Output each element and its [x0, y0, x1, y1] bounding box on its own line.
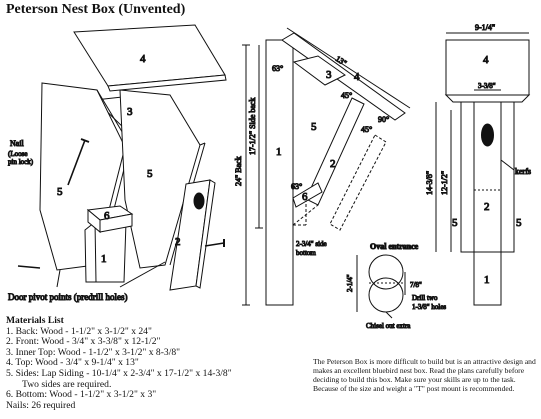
- side-bottom-line1: 2-3/4" side: [296, 240, 327, 248]
- materials-item: Nails: 26 required: [6, 399, 76, 411]
- materials-item: 4. Top: Wood - 3/4" x 9-1/4" x 13": [6, 357, 139, 369]
- side-angle-b: 45°: [341, 91, 352, 100]
- nail-note-line2: pin lock): [8, 158, 34, 166]
- side-back-height: 24" Back: [234, 156, 243, 186]
- front-label-1: 1: [484, 274, 490, 286]
- part-2-front-side: [195, 179, 216, 289]
- materials-item: 6. Bottom: Wood - 1-1/2" x 3-1/2" x 3": [6, 389, 157, 401]
- pivot-leader-left: [56, 269, 61, 288]
- nail-head: [80, 138, 90, 143]
- side-bottom-line: [292, 204, 319, 226]
- side-label-6: 6: [302, 191, 308, 203]
- front-side-right: [500, 101, 515, 253]
- entrance-hole-upper: [368, 254, 404, 290]
- side-inner-top: [292, 55, 346, 86]
- side-label-4: 4: [354, 71, 360, 83]
- part-label-5-left: 5: [57, 186, 63, 198]
- entrance-drill-line1: Drill two: [412, 294, 438, 302]
- kerf-leader: [500, 159, 515, 171]
- side-bottom-block: [292, 182, 323, 208]
- front-label-5-right: 5: [516, 217, 522, 229]
- materials-item: 2. Front: Wood - 3/4" x 3-3/8" x 12-1/2": [6, 336, 161, 348]
- front-entrance-hole: [193, 192, 205, 210]
- part-5-right-side: [119, 89, 201, 269]
- side-back-label: 17-1/2" Side back: [248, 98, 257, 155]
- side-label-3: 3: [326, 69, 332, 81]
- front-label-2: 2: [484, 201, 490, 213]
- pivot-nail-right: [204, 242, 225, 247]
- front-kerfs: kerfs: [515, 167, 531, 176]
- side-label-2: 2: [330, 158, 336, 170]
- front-label-4: 4: [483, 54, 489, 66]
- side-angle-c: 45°: [361, 125, 372, 134]
- entrance-drill-line2: 1-3/8" holes: [412, 303, 446, 311]
- part-label-6: 6: [104, 210, 110, 222]
- chisel-leader: [385, 311, 393, 319]
- entrance-title: Oval entrance: [370, 242, 419, 251]
- part-label-1: 1: [101, 253, 107, 265]
- side-angle-d: 90°: [378, 115, 389, 124]
- nail-note-line1: (Loose: [8, 150, 27, 158]
- nail: [67, 139, 86, 186]
- part-label-3: 3: [127, 106, 133, 118]
- materials-heading: Materials List: [6, 315, 64, 326]
- side-back-board: [265, 39, 294, 306]
- dim-top-width: [286, 27, 411, 109]
- side-bottom-line2: bottom: [296, 249, 316, 257]
- front-label-5-left: 5: [452, 217, 458, 229]
- part-4-top-edge: [107, 74, 227, 92]
- materials-item: Two sides are required.: [22, 378, 112, 390]
- nail-label: Nail: [10, 139, 25, 148]
- exploded-view: 4 3 5 5 1 6 2 Nail (Loose pin lock) Door…: [8, 24, 227, 303]
- part-5-right-side-edge: [199, 142, 206, 146]
- front-door-panel: [473, 101, 502, 253]
- pivot-label: Door pivot points (predrill holes): [8, 292, 127, 302]
- front-top-board-lower: [444, 94, 531, 103]
- diagram-title: Peterson Nest Box (Unvented): [6, 2, 186, 17]
- materials-item: 3. Inner Top: Wood - 1-1/2" x 3-1/2" x 8…: [6, 346, 181, 358]
- side-label-5: 5: [311, 121, 317, 133]
- front-inner-width: 3-3/8": [478, 82, 496, 90]
- entrance-chisel: Chisel out extra: [366, 322, 411, 330]
- part-1-back-edge: [94, 221, 97, 283]
- materials-item: 5. Sides: Lap Siding - 10-1/4" x 2-3/4" …: [6, 367, 232, 379]
- front-entrance-hole-view: [481, 123, 494, 147]
- pivot-nail-left: [17, 265, 41, 269]
- entrance-height: 2-1/4": [346, 274, 354, 292]
- part-label-2: 2: [175, 236, 181, 248]
- side-door-open-dashed: [329, 134, 387, 231]
- front-view: 9-1/4" 3-3/8" 14-3/8" 12-1/2" kerfs 4 2 …: [425, 23, 532, 306]
- part-label-4: 4: [140, 53, 146, 65]
- side-roof: [281, 32, 406, 121]
- front-height-outer: 14-3/8": [425, 171, 434, 195]
- side-angle-a: 63°: [272, 64, 283, 73]
- part-label-5-right: 5: [147, 168, 153, 180]
- pivot-leader-right: [119, 261, 166, 288]
- side-view: 13" 63° 45° 45° 90° 63° 24" Back 17-1/2"…: [234, 27, 411, 306]
- front-height-inner: 12-1/2": [440, 171, 449, 195]
- side-label-1: 1: [276, 146, 282, 158]
- front-top-width: 9-1/4": [475, 23, 495, 32]
- side-angle-e: 63°: [291, 182, 302, 191]
- part-6-bottom-side: [99, 213, 133, 233]
- materials-item: 1. Back: Wood - 1-1/2" x 3-1/2" x 24": [6, 325, 152, 337]
- front-back-board: [473, 251, 502, 306]
- oval-entrance-detail: Oval entrance 2-1/4" 7/8" Drill two 1-3/…: [346, 242, 447, 331]
- description-text: The Peterson Box is more difficult to bu…: [313, 357, 536, 394]
- materials-list: Materials List 1. Back: Wood - 1-1/2" x …: [6, 315, 232, 411]
- entrance-offset: 7/8": [410, 281, 422, 289]
- front-side-left: [460, 101, 475, 253]
